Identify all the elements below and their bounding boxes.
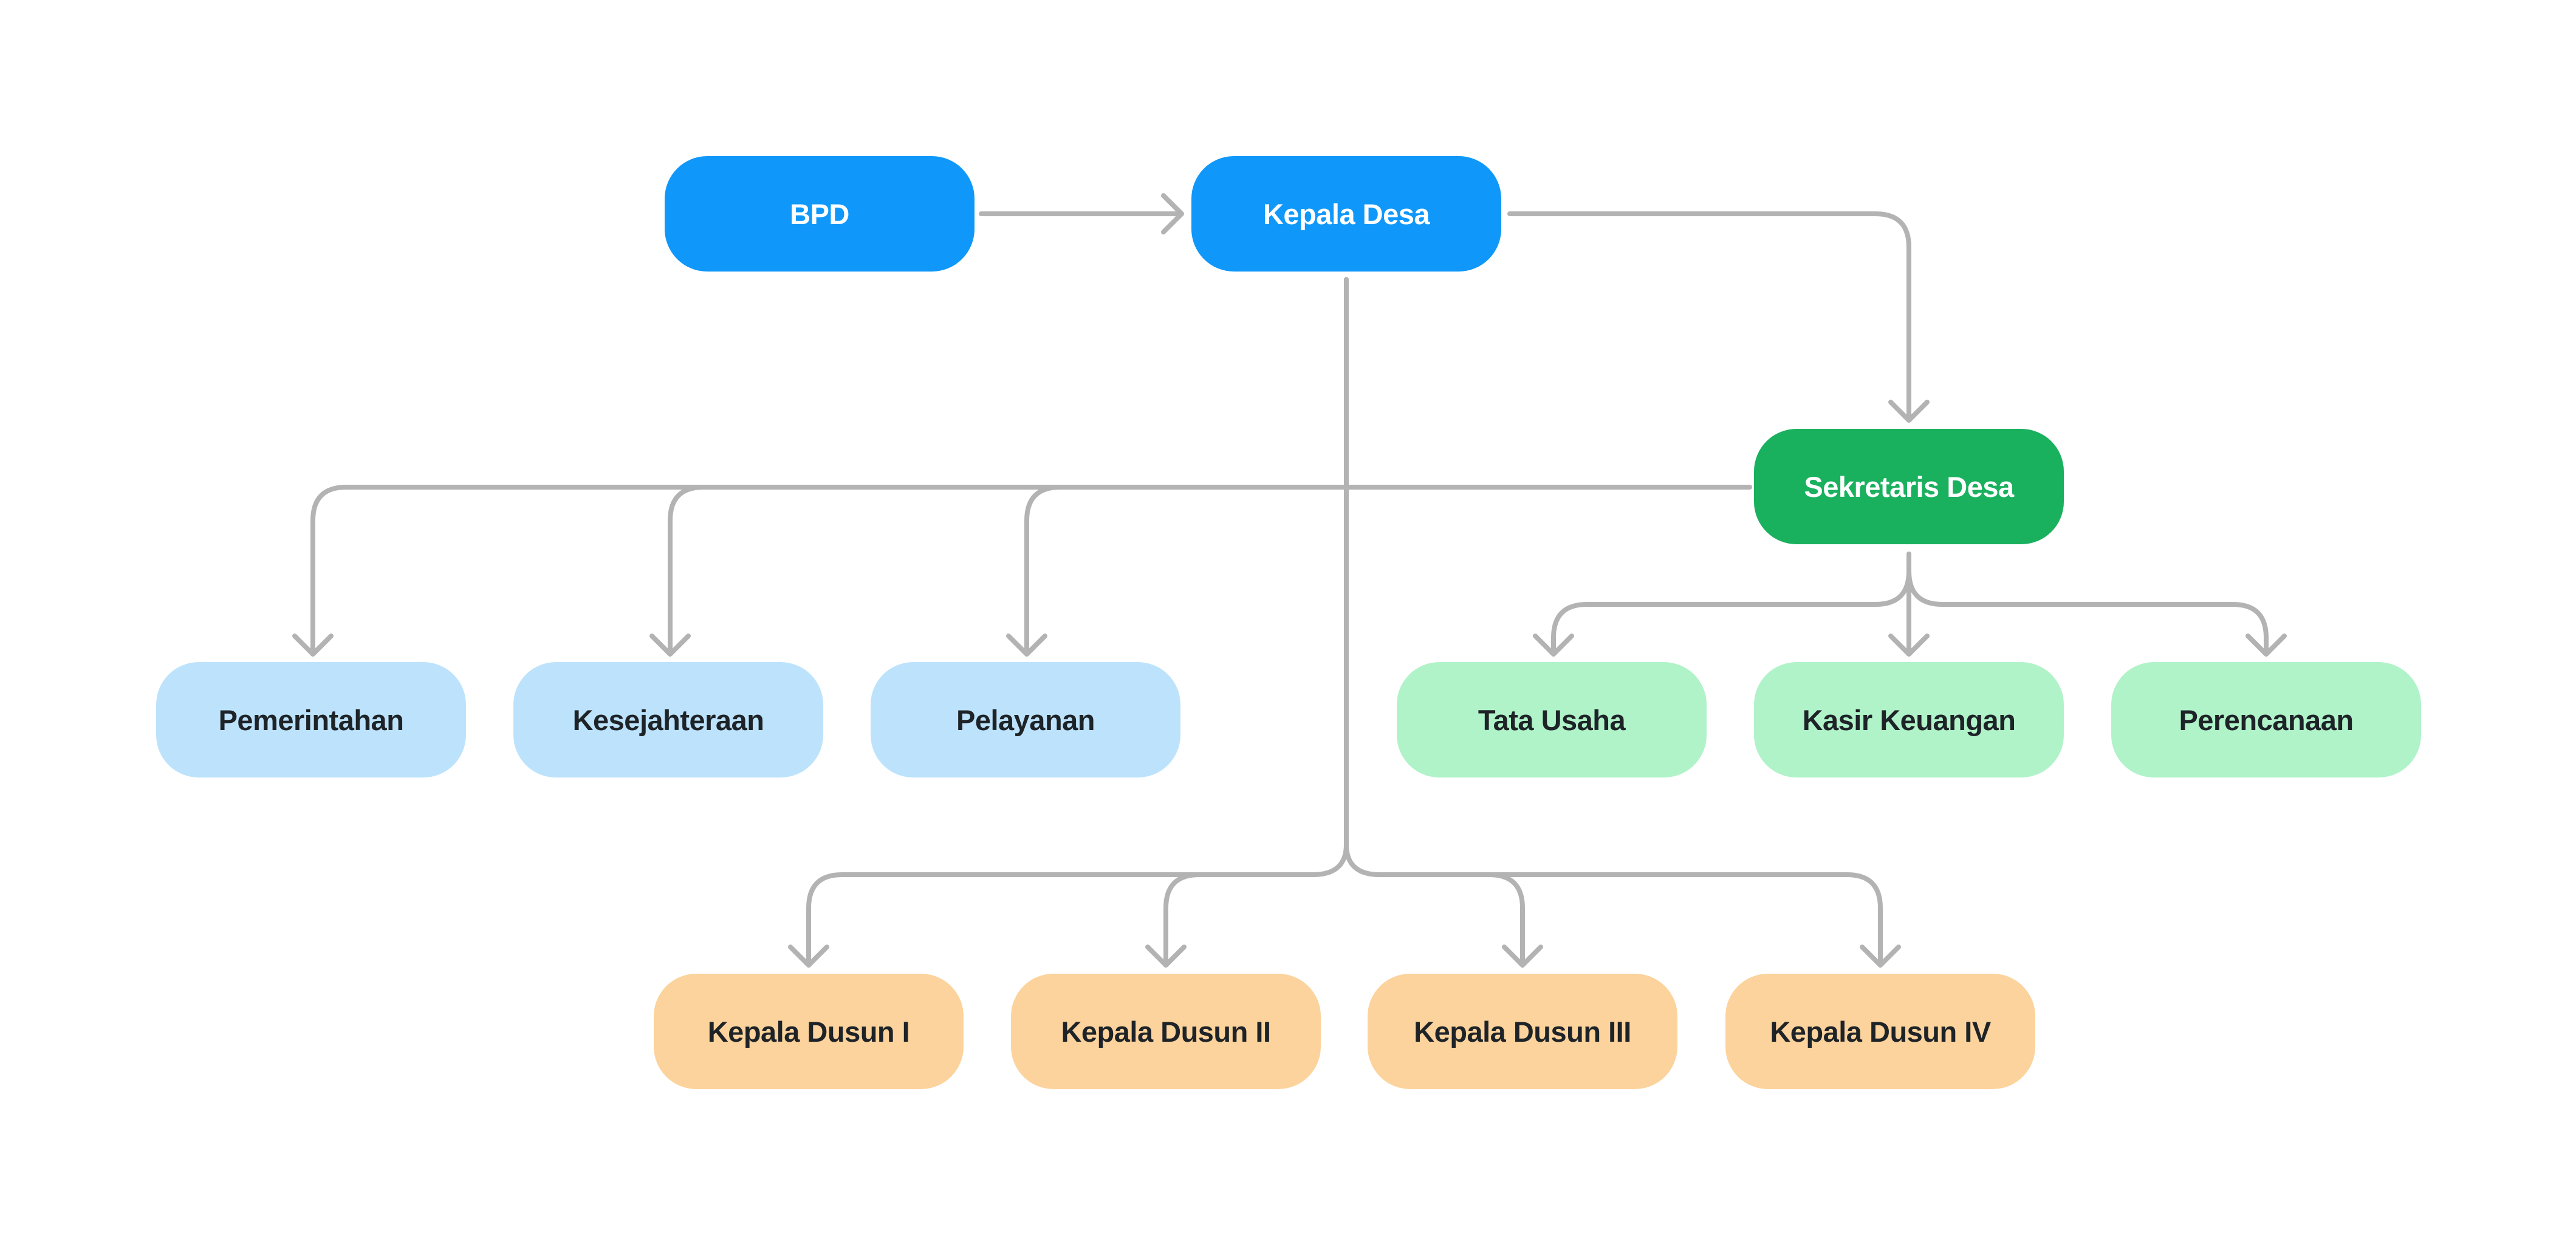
- edge-kepala-desa-to-sekretaris-desa: [1507, 211, 1930, 423]
- edge-to-perencanaan: [1906, 569, 2287, 657]
- node-kepala-dusun-3: Kepala Dusun III: [1368, 974, 1677, 1089]
- edge-to-kepala-dusun-3: [1344, 842, 1543, 968]
- node-kepala-dusun-4: Kepala Dusun IV: [1725, 974, 2035, 1089]
- edge-to-pemerintahan: [292, 485, 349, 657]
- node-kepala-dusun-1: Kepala Dusun I: [654, 974, 964, 1089]
- edge-bpd-to-kepala-desa: [979, 193, 1184, 234]
- edge-to-kesejahteraan: [649, 485, 706, 657]
- node-kasir-keuangan: Kasir Keuangan: [1754, 662, 2064, 778]
- node-bpd: BPD: [665, 156, 975, 272]
- edge-to-tata-usaha: [1533, 552, 1911, 657]
- node-perencanaan: Perencanaan: [2111, 662, 2421, 778]
- edge-to-pelayanan: [1006, 485, 1063, 657]
- edge-to-kepala-dusun-1: [788, 842, 1349, 968]
- node-kepala-desa: Kepala Desa: [1191, 156, 1501, 272]
- node-kepala-dusun-2: Kepala Dusun II: [1011, 974, 1321, 1089]
- node-sekretaris-desa: Sekretaris Desa: [1754, 429, 2064, 544]
- node-pelayanan: Pelayanan: [871, 662, 1180, 778]
- node-kesejahteraan: Kesejahteraan: [513, 662, 823, 778]
- edge-to-kepala-dusun-2: [1145, 872, 1315, 968]
- node-pemerintahan: Pemerintahan: [156, 662, 466, 778]
- node-tata-usaha: Tata Usaha: [1397, 662, 1707, 778]
- edge-to-kepala-dusun-4: [1487, 872, 1901, 968]
